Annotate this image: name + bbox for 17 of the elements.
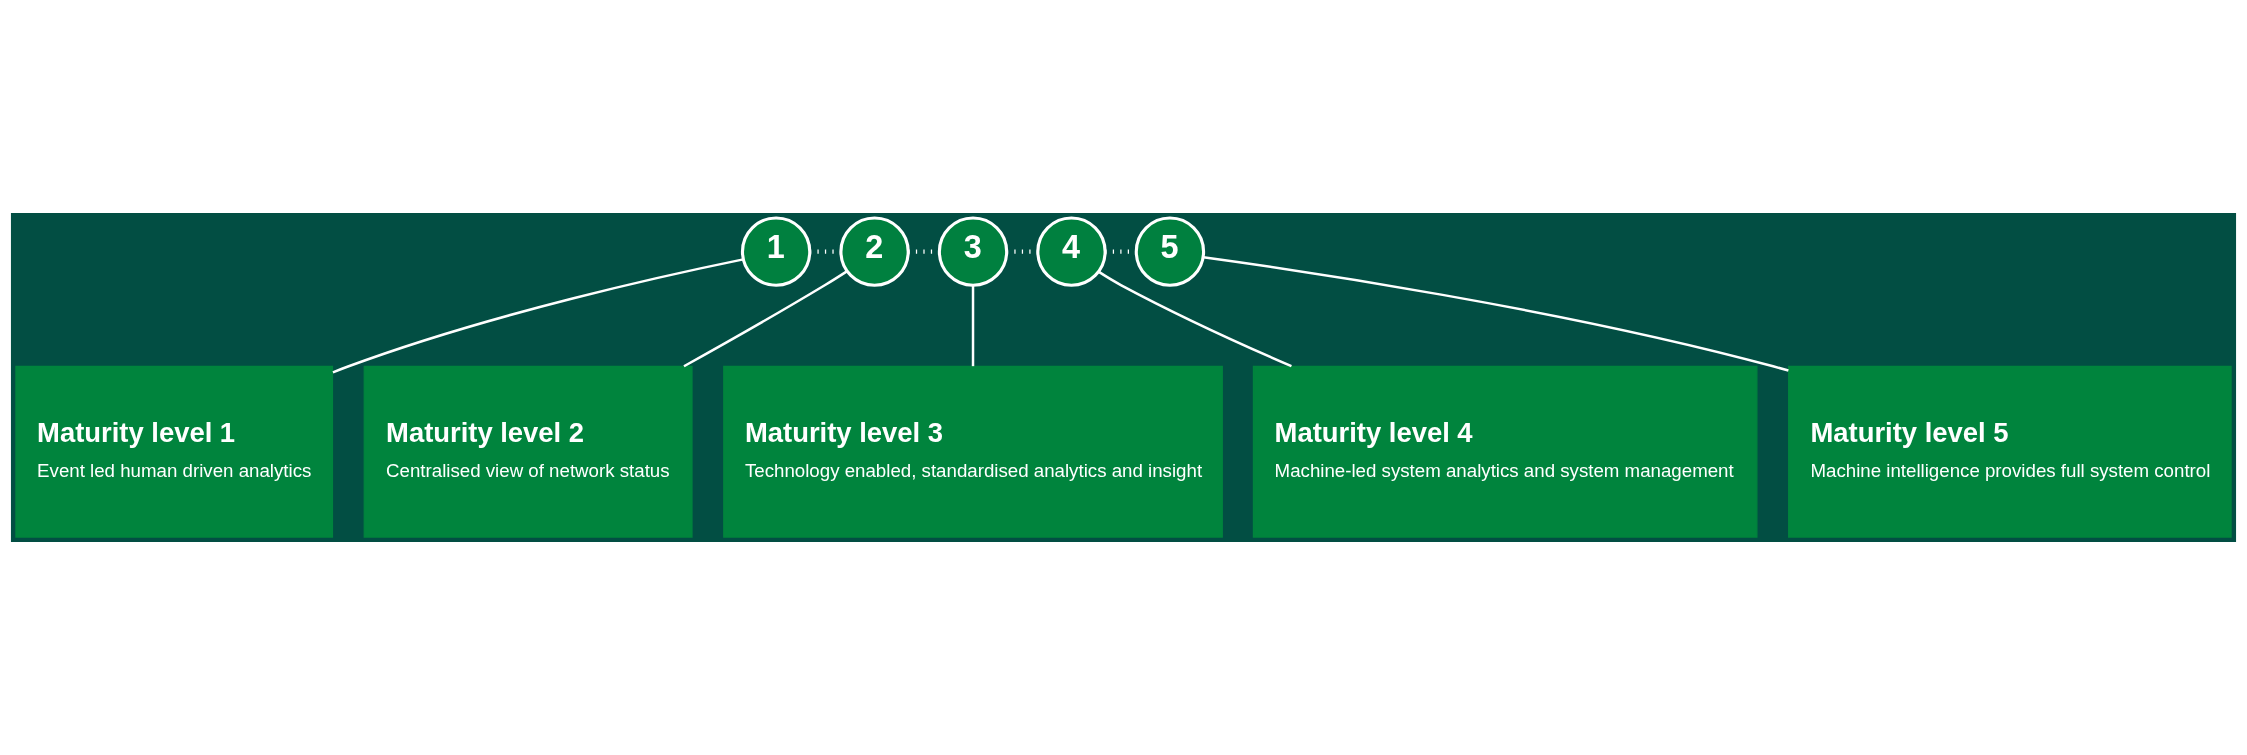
connector	[971, 285, 975, 367]
node-box: Maturity level 4 Machine-led system analytics and system management	[1252, 365, 1758, 538]
node-circle: 4	[1036, 216, 1107, 287]
node-box: Maturity level 3 Technology enabled, standardised analytics and insight	[723, 365, 1223, 538]
connector	[332, 258, 744, 374]
node-box: Maturity level 1 Event led human driven analytics	[15, 365, 334, 538]
node-circle: 2	[839, 216, 910, 287]
node-box: Maturity level 2 Centralised view of network status	[363, 365, 693, 538]
node-box: Maturity level 5 Machine intelligence provides full system control	[1788, 365, 2232, 538]
connector	[683, 270, 848, 368]
node-circle: 3	[937, 216, 1009, 287]
connector	[809, 249, 841, 254]
node-circle: 1	[740, 216, 812, 287]
node-circle: 5	[1134, 216, 1206, 287]
connector	[1006, 249, 1038, 254]
connector	[1203, 256, 1789, 372]
connector	[1098, 270, 1292, 368]
